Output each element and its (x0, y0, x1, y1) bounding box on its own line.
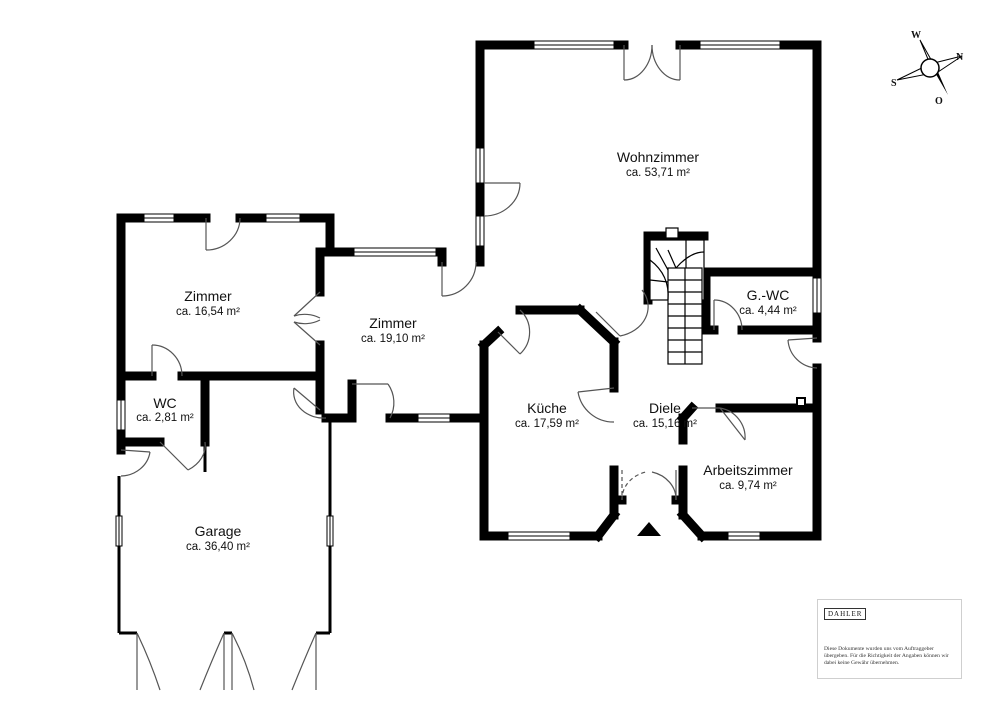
disclaimer-text: Diese Dokumente wurden uns vom Auftragge… (824, 646, 949, 666)
brand-logo: DAHLER (824, 608, 867, 620)
doors (120, 44, 818, 691)
compass-south: S (891, 78, 897, 89)
walls (116, 40, 822, 543)
windows (115, 40, 822, 547)
room-name-zimmer-2: Zimmer (369, 315, 417, 331)
room-area-diele: ca. 15,16 m² (633, 418, 697, 430)
room-area-g-wc: ca. 4,44 m² (739, 305, 797, 317)
compass-north: N (956, 52, 964, 63)
room-name-zimmer-1: Zimmer (184, 288, 232, 304)
room-name-g-wc: G.-WC (747, 287, 790, 303)
room-area-wohnzimmer: ca. 53,71 m² (626, 167, 690, 179)
chimney-marker (796, 397, 806, 407)
compass-west: W (911, 30, 921, 41)
room-area-kueche: ca. 17,59 m² (515, 418, 579, 430)
room-area-zimmer-1: ca. 16,54 m² (176, 306, 240, 318)
disclaimer-box: DAHLER Diese Dokumente wurden uns vom Au… (817, 599, 962, 679)
room-area-zimmer-2: ca. 19,10 m² (361, 333, 425, 345)
entrance-arrow-icon (637, 522, 661, 536)
room-name-arbeitszimmer: Arbeitszimmer (703, 462, 793, 478)
room-area-arbeitszimmer: ca. 9,74 m² (719, 480, 777, 492)
staircase (649, 227, 705, 365)
room-labels: Wohnzimmer ca. 53,71 m² Zimmer ca. 16,54… (136, 149, 797, 553)
room-name-wc: WC (153, 395, 176, 411)
compass: W N S O (891, 30, 964, 107)
room-name-garage: Garage (195, 523, 242, 539)
compass-east: O (935, 96, 943, 107)
room-name-kueche: Küche (527, 400, 567, 416)
room-name-diele: Diele (649, 400, 681, 416)
room-area-wc: ca. 2,81 m² (136, 412, 194, 424)
room-area-garage: ca. 36,40 m² (186, 541, 250, 553)
room-name-wohnzimmer: Wohnzimmer (617, 149, 700, 165)
